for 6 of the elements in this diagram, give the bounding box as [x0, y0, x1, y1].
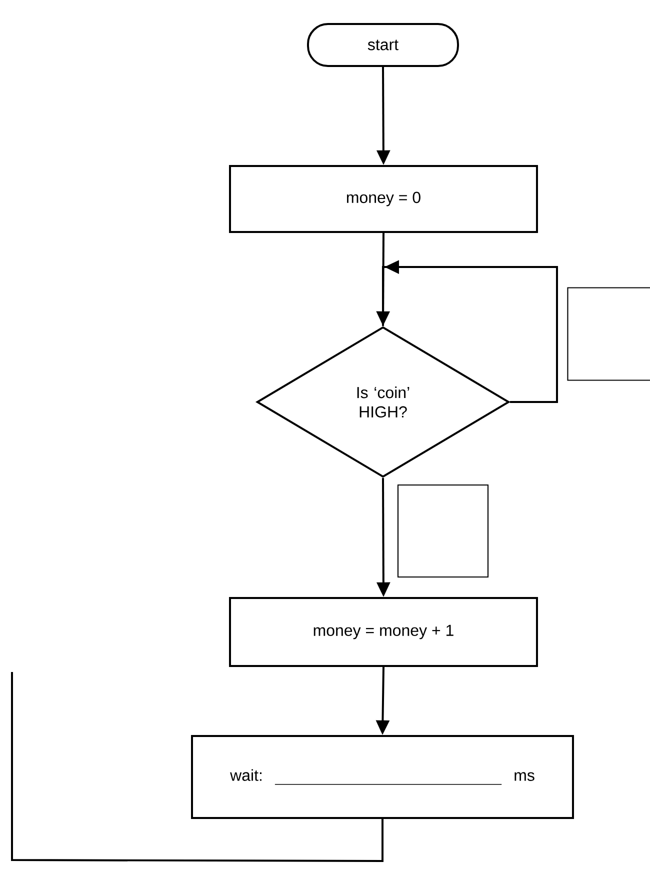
process-box: money = 0 [229, 165, 538, 233]
process-box: wait: ms [191, 735, 574, 819]
answer-box [567, 287, 650, 381]
answer-box [397, 484, 489, 578]
process-box: money = money + 1 [229, 597, 538, 667]
start-terminal: start [307, 23, 459, 67]
